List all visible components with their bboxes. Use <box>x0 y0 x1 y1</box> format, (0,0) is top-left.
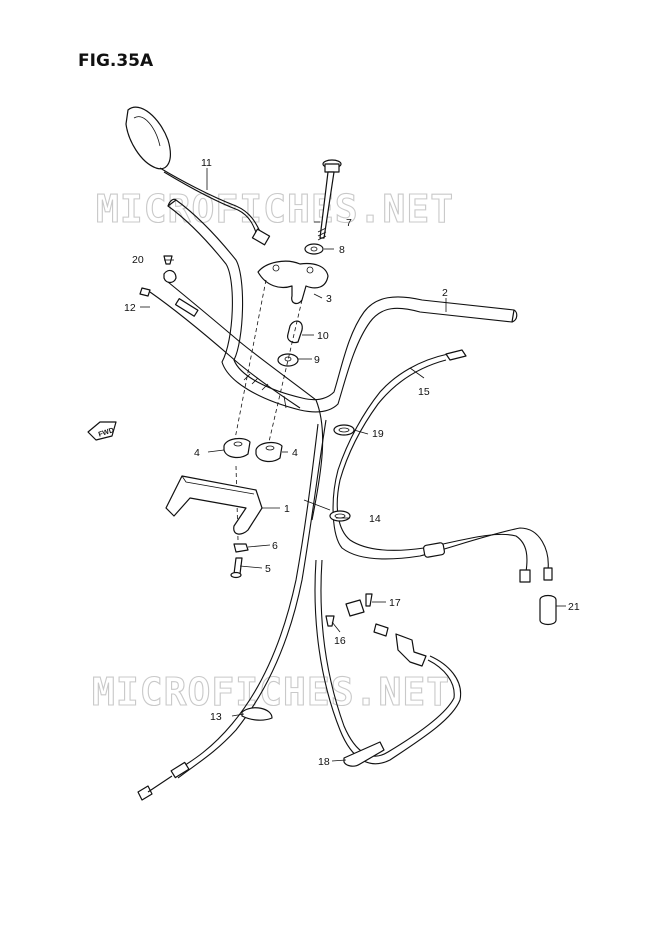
watermark-bottom: MICROFICHES.NET <box>92 670 450 714</box>
lower-holder-part <box>223 437 283 463</box>
part-number-4-left: 4 <box>194 447 200 459</box>
bolt-part-17 <box>365 593 373 607</box>
part-number-13: 13 <box>210 711 222 723</box>
bolt-part <box>317 159 342 241</box>
part-number-15: 15 <box>418 386 430 398</box>
part-number-4-right: 4 <box>292 447 298 459</box>
part-number-5: 5 <box>265 563 271 575</box>
bracket-part-18 <box>343 741 385 767</box>
watermark-top: MICROFICHES.NET <box>96 187 454 231</box>
holder-part-16 <box>325 599 365 627</box>
cap-part-21 <box>539 594 557 626</box>
part-number-20: 20 <box>132 254 144 266</box>
part-number-8: 8 <box>339 244 345 256</box>
part-number-17: 17 <box>389 597 401 609</box>
part-number-9: 9 <box>314 354 320 366</box>
part-number-7: 7 <box>346 217 352 229</box>
cushion-part-10 <box>287 320 303 344</box>
forward-arrow-icon: FWD <box>87 421 117 441</box>
brake-cable-part <box>137 419 327 801</box>
part-number-2: 2 <box>442 287 448 299</box>
fwd-label: FWD <box>98 427 115 439</box>
handlebar-part <box>167 198 518 413</box>
rear-cable-part <box>314 559 462 765</box>
clip-part-13 <box>241 707 273 721</box>
part-number-21: 21 <box>568 601 580 613</box>
part-number-12: 12 <box>124 302 136 314</box>
washer-part-8 <box>304 243 324 255</box>
leader-lines <box>140 168 566 762</box>
part-number-1: 1 <box>284 503 290 515</box>
part-number-11: 11 <box>201 157 212 169</box>
part-number-10: 10 <box>317 330 329 342</box>
part-number-3: 3 <box>326 293 332 305</box>
throttle-cable-part <box>332 349 553 583</box>
part-number-18: 18 <box>318 756 330 768</box>
nut-part-6 <box>233 543 249 553</box>
part-number-14: 14 <box>369 513 381 525</box>
part-number-16: 16 <box>334 635 346 647</box>
part-number-6: 6 <box>272 540 278 552</box>
guide-line <box>267 299 303 447</box>
clutch-cable-part <box>139 269 324 521</box>
part-number-19: 19 <box>372 428 384 440</box>
washer-part-9 <box>277 353 299 367</box>
figure-title: FIG.35A <box>78 51 154 71</box>
bracket-part <box>165 475 263 535</box>
handlebar-holder-part <box>257 260 329 305</box>
mirror-part <box>125 106 271 246</box>
bolt-part-5 <box>230 557 243 579</box>
part-number-labels: 11 2 7 8 3 10 9 15 19 14 20 12 4 4 1 6 5… <box>124 157 580 768</box>
guide-line <box>233 279 267 445</box>
clamp-part-19 <box>333 424 355 436</box>
